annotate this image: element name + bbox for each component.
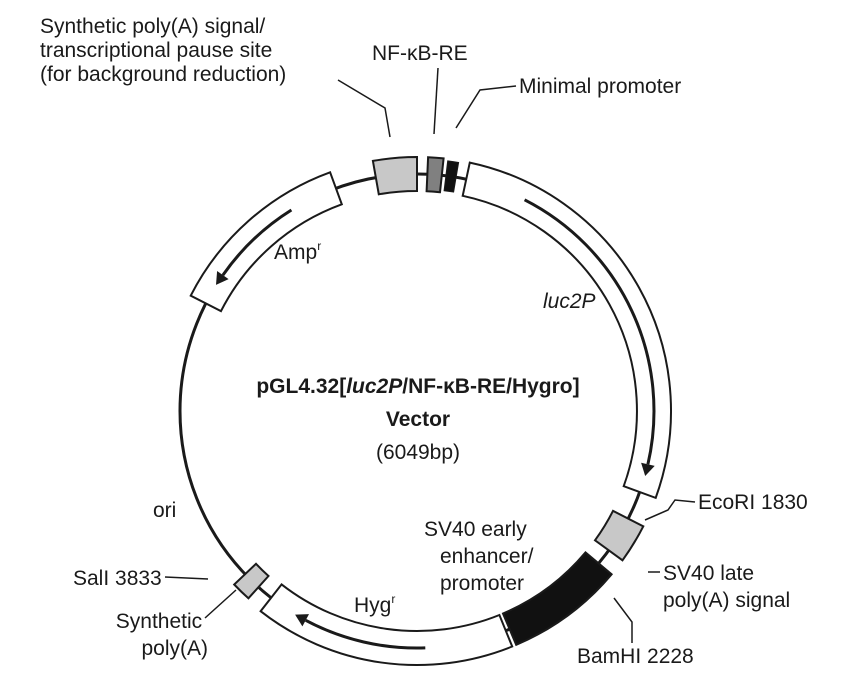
label-hyg: Hygr (354, 592, 395, 617)
luc2p-arrowhead (641, 462, 655, 476)
amp-direction-arrow (221, 208, 293, 276)
label-synthetic-polya-top: Synthetic poly(A) signal/ transcriptiona… (40, 15, 286, 86)
label-sv40-late-polya: SV40 late poly(A) signal (663, 562, 790, 612)
amp-arrowhead (216, 271, 229, 285)
vector-size: (6049bp) (376, 441, 460, 464)
vector-name: pGL4.32[luc2P/NF-κB-RE/Hygro] (256, 375, 579, 398)
label-amp: Ampr (274, 239, 321, 264)
label-sali: SalI 3833 (73, 567, 162, 590)
leader-sali (164, 576, 209, 580)
leader-synthetic-polya-bottom (204, 589, 237, 619)
leader-synthetic-polya-top (337, 79, 391, 138)
label-bamhi: BamHI 2228 (577, 645, 694, 668)
luc2p-direction-arrow (523, 198, 656, 465)
leader-ecori (644, 499, 696, 521)
leader-bamhi (613, 597, 633, 643)
sv40-early-promoter-box (501, 550, 614, 647)
minimal-promoter-box (443, 160, 460, 193)
synthetic-polya-top-box (371, 155, 418, 196)
label-minimal-promoter: Minimal promoter (519, 75, 681, 98)
label-nfkb-re: NF-κB-RE (372, 42, 468, 65)
label-sv40-early: SV40 early enhancer/ promoter (424, 518, 539, 595)
synthetic-polya-bottom-box (232, 562, 270, 600)
leader-nfkb-re (433, 67, 439, 135)
label-synthetic-polya-bottom: Synthetic poly(A) (116, 610, 208, 660)
sv40-late-polya-box (593, 509, 645, 562)
nfkb-re-box (425, 156, 445, 194)
hyg-arrowhead (295, 614, 309, 627)
vector-name-line2: Vector (386, 408, 450, 431)
amp-gene-box (189, 171, 344, 313)
luc2p-gene-box (461, 161, 672, 500)
hyg-gene-box (259, 582, 514, 667)
label-ori: ori (153, 499, 176, 522)
leader-minimal-promoter (455, 85, 517, 129)
hyg-direction-arrow (304, 618, 426, 650)
label-luc2p: luc2P (543, 290, 596, 313)
label-ecori: EcoRI 1830 (698, 491, 808, 514)
